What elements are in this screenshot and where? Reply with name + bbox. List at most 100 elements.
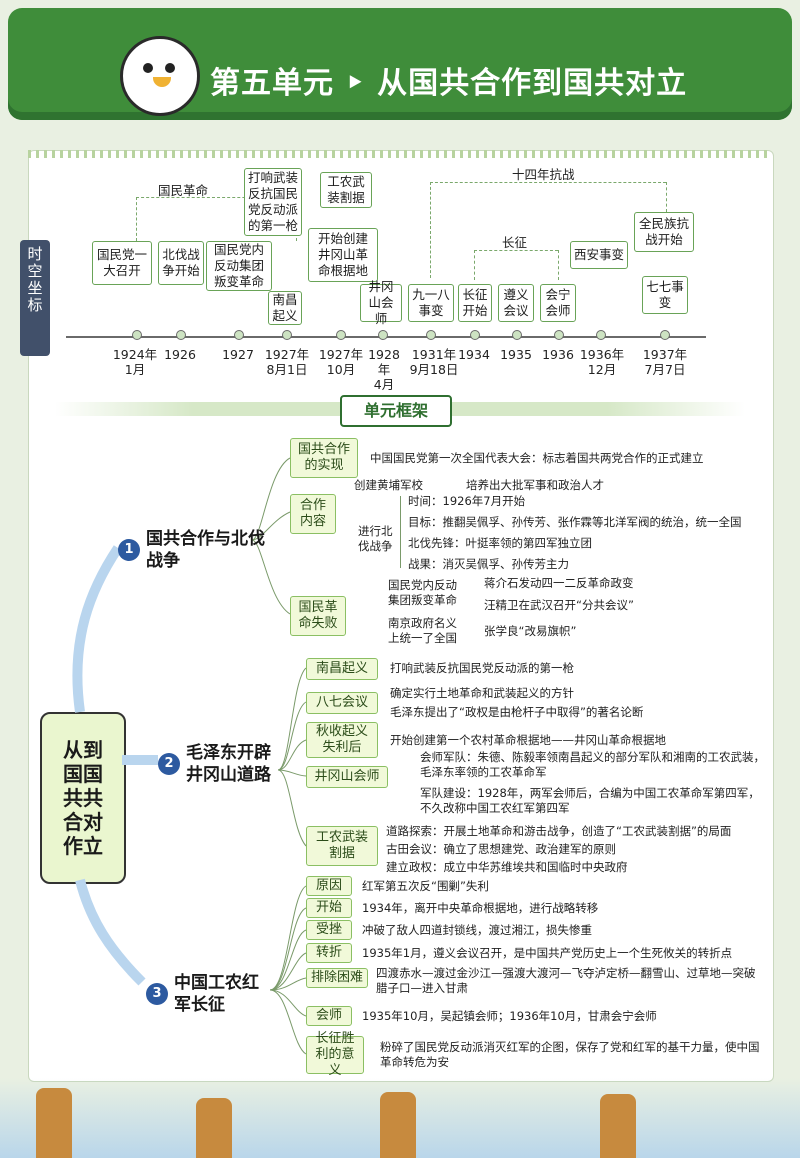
connector-t2 — [277, 769, 307, 777]
timeline-date: 1936 — [542, 347, 574, 362]
subtopic-box: 国民革命失败 — [290, 596, 346, 636]
period-long-march: 长征 — [502, 235, 528, 250]
mascot-eye-icon — [165, 63, 175, 73]
note-text: 1935年1月，遵义会议召开，是中国共产党历史上一个生死攸关的转折点 — [362, 946, 733, 960]
note-text: 1934年，离开中央革命根据地，进行战略转移 — [362, 901, 599, 915]
mascot-eye-icon — [143, 63, 153, 73]
note-text: 中国国民党第一次全国代表大会：标志着国共两党合作的正式建立 — [370, 451, 704, 465]
event-box: 遵义会议 — [498, 284, 534, 322]
side-tag: 时 空 坐 标 — [20, 240, 50, 356]
note-text: 创建黄埔军校 — [354, 478, 423, 492]
central-theme-text: 从到国国共共合对作立 — [63, 738, 103, 858]
subtopic-box: 八七会议 — [306, 692, 378, 714]
connector-t3 — [269, 929, 307, 991]
period-bracket — [666, 182, 667, 212]
period-bracket — [474, 250, 558, 251]
timeline-tick — [660, 330, 670, 340]
subtopic-box: 会师 — [306, 1006, 352, 1026]
note-text: 道路探索：开展土地革命和游击战争，创造了“工农武装割据”的局面 — [386, 824, 732, 838]
timeline-tick — [512, 330, 522, 340]
event-box: 西安事变 — [570, 241, 628, 269]
note-text: 军队建设：1928年，两军会师后，合编为中国工农革命军第四军，不久改称中国工农红… — [420, 786, 760, 815]
period-bracket — [136, 197, 296, 198]
note-text: 古田会议：确立了思想建党、政治建军的原则 — [386, 842, 616, 856]
timeline-date: 1927 — [222, 347, 254, 362]
connector-t1 — [251, 539, 291, 615]
timeline-tick — [596, 330, 606, 340]
note-text: 冲破了敌人四道封锁线，渡过湘江，损失惨重 — [362, 923, 592, 937]
event-box: 南昌起义 — [268, 291, 302, 325]
timeline-tick — [234, 330, 244, 340]
connector-topic-1 — [72, 545, 123, 713]
subtopic-box: 南昌起义 — [306, 658, 378, 680]
timeline-tick — [132, 330, 142, 340]
note-text: 红军第五次反“围剿”失利 — [362, 879, 489, 893]
connector-t3 — [269, 989, 307, 1017]
period-bracket — [430, 182, 666, 183]
connector-t2 — [277, 739, 307, 771]
event-box: 九一八事变 — [408, 284, 454, 322]
timeline-tick — [282, 330, 292, 340]
note-text: 粉碎了国民党反动派消灭红军的企图，保存了党和红军的基干力量，使中国革命转危为安 — [380, 1040, 760, 1069]
connector-t3 — [269, 885, 307, 991]
event-box: 七七事变 — [642, 276, 688, 314]
topic-title: 中国工农红军长征 — [174, 973, 259, 1015]
period-bracket — [474, 250, 475, 280]
connector-t3 — [269, 907, 307, 991]
timeline-date: 1934 — [458, 347, 490, 362]
event-box: 全民族抗战开始 — [634, 212, 694, 252]
brace — [400, 496, 401, 568]
event-box: 开始创建井冈山革命根据地 — [308, 228, 378, 282]
topic-number-badge: 2 — [158, 753, 180, 775]
subtopic-box: 长征胜利的意义 — [306, 1031, 364, 1078]
subtopic-box: 原因 — [306, 876, 352, 896]
topic-number-badge: 3 — [146, 983, 168, 1005]
note-text: 张学良“改易旗帜” — [484, 624, 577, 638]
connector-t1 — [251, 457, 291, 541]
mascot-beak-icon — [153, 77, 171, 87]
note-text: 1935年10月，吴起镇会师；1936年10月，甘肃会宁会师 — [362, 1009, 657, 1023]
connector-t2 — [277, 667, 307, 771]
subtopic-box: 排除困难 — [306, 968, 368, 988]
note-text: 会师军队：朱德、陈毅率领南昌起义的部分军队和湘南的工农武装，毛泽东率领的工农革命… — [420, 750, 765, 779]
timeline-tick — [378, 330, 388, 340]
note-text: 确定实行土地革命和武装起义的方针 — [390, 686, 574, 700]
subtopic-box: 合作内容 — [290, 494, 336, 534]
tower-decoration-icon — [380, 1092, 416, 1158]
note-text: 建立政权：成立中华苏维埃共和国临时中央政府 — [386, 860, 628, 874]
note-text: 进行北伐战争 — [358, 524, 393, 553]
note-text: 战果：消灭吴佩孚、孙传芳主力 — [408, 557, 569, 571]
tower-decoration-icon — [600, 1094, 636, 1158]
framework-label: 单元框架 — [340, 395, 452, 427]
side-tag-char: 坐 — [27, 279, 43, 297]
subtopic-box: 国共合作的实现 — [290, 438, 358, 478]
note-text: 毛泽东提出了“政权是由枪杆子中取得”的著名论断 — [390, 705, 644, 719]
topic-1: 1国共合作与北伐战争 — [118, 528, 266, 572]
subtopic-box: 受挫 — [306, 920, 352, 940]
note-text: 汪精卫在武汉召开“分共会议” — [484, 598, 634, 612]
topic-2: 2毛泽东开辟井冈山道路 — [158, 742, 286, 786]
tower-decoration-icon — [196, 1098, 232, 1158]
connector-t3 — [269, 989, 307, 1055]
event-box: 北伐战争开始 — [158, 241, 204, 285]
topic-number-badge: 1 — [118, 539, 140, 561]
note-text: 国民党内反动集团叛变革命 — [388, 578, 457, 607]
topic-3: 3 中国工农红军长征 — [146, 972, 274, 1016]
note-text: 四渡赤水—渡过金沙江—强渡大渡河—飞夺泸定桥—翻雪山、过草地—突破腊子口—进入甘… — [376, 966, 756, 995]
event-box: 打响武装反抗国民党反动派的第一枪 — [244, 168, 302, 236]
connector-topic-3 — [75, 878, 146, 986]
connector-t3 — [269, 977, 307, 991]
page-title: 第五单元 ‣ 从国共合作到国共对立 — [210, 66, 688, 101]
side-tag-char: 时 — [27, 245, 43, 263]
note-text: 时间：1926年7月开始 — [408, 494, 526, 508]
subtopic-box: 转折 — [306, 943, 352, 963]
event-box: 会宁会师 — [540, 284, 576, 322]
subtopic-box: 工农武装割据 — [306, 826, 378, 866]
note-text: 蒋介石发动四一二反革命政变 — [484, 576, 634, 590]
side-tag-char: 空 — [27, 262, 43, 280]
